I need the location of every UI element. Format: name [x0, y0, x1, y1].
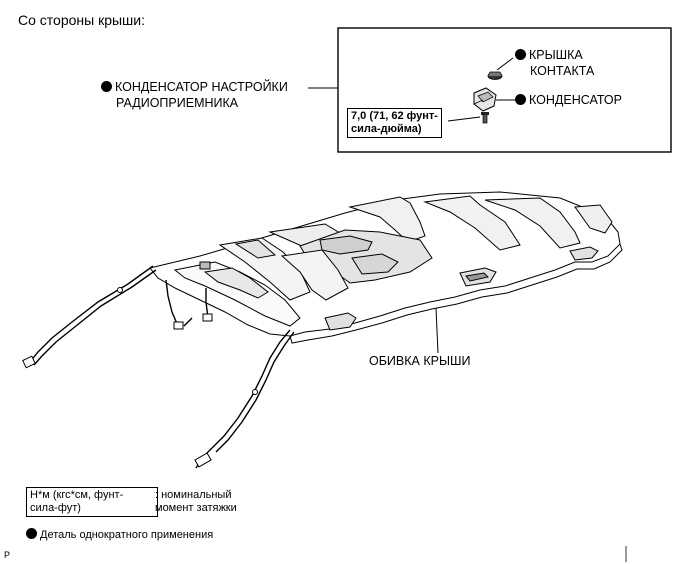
- leader-screw: [447, 116, 481, 122]
- leader-headliner: [435, 307, 439, 354]
- contact-cover-drawing: [487, 71, 503, 80]
- legend-non-reusable: Деталь однократного применения: [26, 528, 213, 542]
- connector-drawings: [22, 287, 258, 468]
- leader-contact-cover: [496, 57, 514, 71]
- legend-torque-unit-line2: сила-фут): [30, 502, 81, 514]
- headliner-drawing: [149, 191, 623, 344]
- legend-non-reusable-text: Деталь однократного применения: [40, 529, 214, 541]
- legend-torque-desc: : номинальный момент затяжки: [155, 489, 237, 515]
- label-contact-cover-line1: КРЫШКА: [529, 48, 583, 62]
- label-contact-cover: КРЫШКА: [515, 48, 583, 63]
- non-reusable-marker-icon: [515, 94, 526, 105]
- label-condenser-text: КОНДЕНСАТОР: [529, 93, 622, 107]
- label-condenser: КОНДЕНСАТОР: [515, 93, 622, 108]
- label-contact-cover-line2: КОНТАКТА: [530, 64, 595, 78]
- screw-drawing: [481, 112, 489, 124]
- label-tuning-condenser-line2: РАДИОПРИЕМНИКА: [116, 96, 239, 110]
- condenser-drawing: [473, 87, 497, 112]
- label-tuning-condenser-line1: КОНДЕНСАТОР НАСТРОЙКИ: [115, 80, 288, 94]
- wire-harness-drawing: [29, 265, 295, 469]
- corner-mark: P: [4, 550, 11, 560]
- inset-frame: [337, 27, 672, 153]
- legend-torque-desc-line1: : номинальный: [155, 489, 232, 501]
- legend-torque-unit-line1: Н*м (кгс*см, фунт-: [30, 489, 124, 501]
- non-reusable-marker-icon: [101, 81, 112, 92]
- non-reusable-marker-icon: [515, 49, 526, 60]
- label-tuning-condenser: КОНДЕНСАТОР НАСТРОЙКИ: [101, 80, 288, 95]
- torque-spec-line2: сила-дюйма): [351, 123, 422, 135]
- torque-spec-box: 7,0 (71, 62 фунт- сила-дюйма): [347, 108, 442, 138]
- non-reusable-marker-icon: [26, 528, 37, 539]
- label-headliner: ОБИВКА КРЫШИ: [369, 354, 471, 368]
- legend-torque-unit-box: Н*м (кгс*см, фунт- сила-фут): [26, 487, 158, 517]
- legend-torque-desc-line2: момент затяжки: [155, 502, 237, 514]
- view-caption: Со стороны крыши:: [18, 12, 145, 28]
- torque-spec-line1: 7,0 (71, 62 фунт-: [351, 110, 438, 122]
